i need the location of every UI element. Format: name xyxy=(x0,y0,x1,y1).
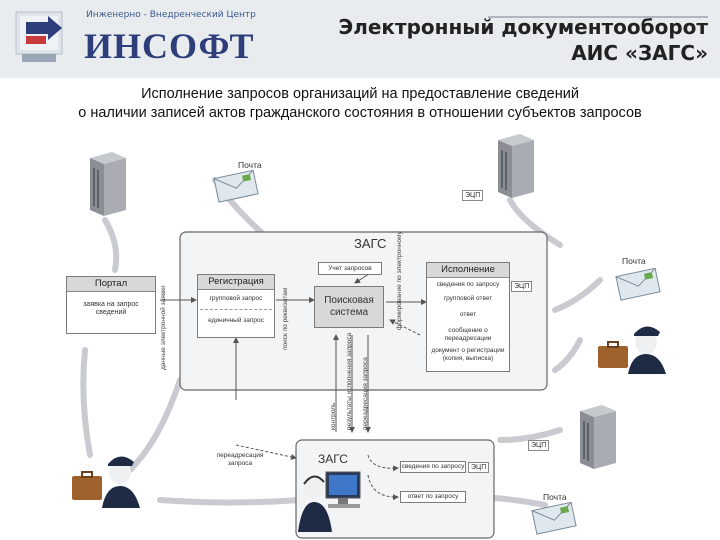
search-system-box: Поисковая система xyxy=(314,286,384,328)
bottom-item: сведения по запросу xyxy=(400,461,466,473)
building-icon xyxy=(498,134,534,198)
execution-item: сообщение о переадресации xyxy=(444,327,492,342)
portal-request-item: заявка на запрос сведений xyxy=(83,301,139,316)
subtitle: Исполнение запросов организаций на предо… xyxy=(0,85,720,123)
portal-title: Портал xyxy=(67,277,155,292)
bottom-item: ответ по запросу xyxy=(400,491,466,503)
logo-icon xyxy=(12,6,72,70)
request-log-box: Учет запросов xyxy=(318,262,382,275)
ecp-badge: ЭЦП xyxy=(528,440,550,451)
envelope-icon xyxy=(615,267,661,301)
portal-box: Портал заявка на запрос сведений xyxy=(66,276,156,334)
control-label: контроль xyxy=(330,402,337,430)
officer-icon xyxy=(598,326,666,374)
logo-text: ИНСОФТ xyxy=(84,26,255,66)
building-icon xyxy=(580,405,616,469)
portal-arrow-label: данные электронной заявки xyxy=(160,285,167,370)
logo-subtitle: Инженерно - Внедренческий Центр xyxy=(86,10,256,20)
operator-icon xyxy=(298,471,361,532)
execution-box: Исполнение сведения по запросу групповой… xyxy=(426,262,510,372)
execution-item: групповой ответ xyxy=(443,295,493,302)
zags-main-title: ЗАГС xyxy=(354,236,387,251)
forward-label: переадресация запроса xyxy=(216,452,264,467)
exec-vertical-label: формирование по электронному xyxy=(396,231,403,330)
page-title: Электронный документооборот АИС «ЗАГС» xyxy=(339,14,708,66)
subtitle-line-1: Исполнение запросов организаций на предо… xyxy=(141,86,579,102)
registration-item: групповой запрос xyxy=(209,295,263,302)
building-icon xyxy=(90,152,126,216)
execution-item: сведения по запросу xyxy=(436,281,500,288)
title-line-2: АИС «ЗАГС» xyxy=(571,41,708,65)
registration-item: единичный запрос xyxy=(208,317,264,324)
ecp-badge: ЭЦП xyxy=(511,281,533,292)
registration-box: Регистрация групповой запрос единичный з… xyxy=(197,274,275,338)
envelope-icon xyxy=(531,501,577,535)
title-rule xyxy=(488,16,708,18)
execution-item: ответ xyxy=(459,311,477,318)
forward-vertical-label: переадресация запроса xyxy=(362,357,369,430)
results-label: результаты исполнения запроса xyxy=(346,332,353,430)
ecp-badge: ЭЦП xyxy=(468,462,490,473)
mail-label: Почта xyxy=(543,492,567,502)
title-line-1: Электронный документооборот xyxy=(338,15,708,39)
header-band xyxy=(0,0,720,78)
execution-item: документ о регистрации (копия, выписка) xyxy=(431,347,505,362)
ecp-badge: ЭЦП xyxy=(462,190,484,201)
execution-title: Исполнение xyxy=(427,263,509,278)
envelope-icon xyxy=(213,169,259,203)
officer-icon xyxy=(72,456,140,508)
registration-title: Регистрация xyxy=(198,275,274,290)
zags-bottom-title: ЗАГС xyxy=(318,452,348,466)
mail-label: Почта xyxy=(622,256,646,266)
mail-label: Почта xyxy=(238,160,262,170)
subtitle-line-2: о наличии записей актов гражданского сос… xyxy=(78,105,642,121)
reg-vertical-label: поиск по реквизитам xyxy=(282,287,289,350)
